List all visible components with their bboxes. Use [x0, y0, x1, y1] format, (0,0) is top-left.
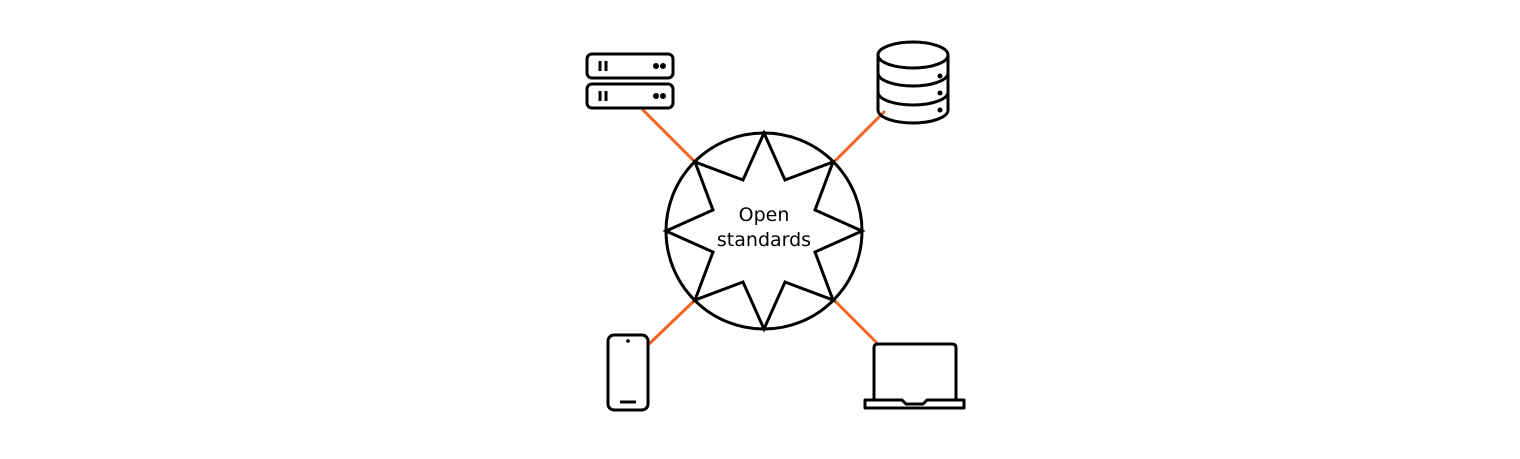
open-standards-hub — [662, 129, 866, 333]
hub-label-line2: standards — [717, 229, 811, 251]
connector-laptop — [832, 298, 878, 344]
server-rack-icon — [585, 52, 675, 110]
database-icon — [876, 40, 950, 125]
connector-server — [641, 108, 697, 164]
connector-database — [832, 110, 886, 164]
smartphone-icon — [606, 333, 650, 412]
connector-mobile — [647, 298, 697, 346]
hub-label-line1: Open — [739, 204, 790, 226]
star-icon — [662, 129, 866, 333]
connectors — [641, 108, 886, 346]
laptop-icon — [863, 342, 966, 410]
